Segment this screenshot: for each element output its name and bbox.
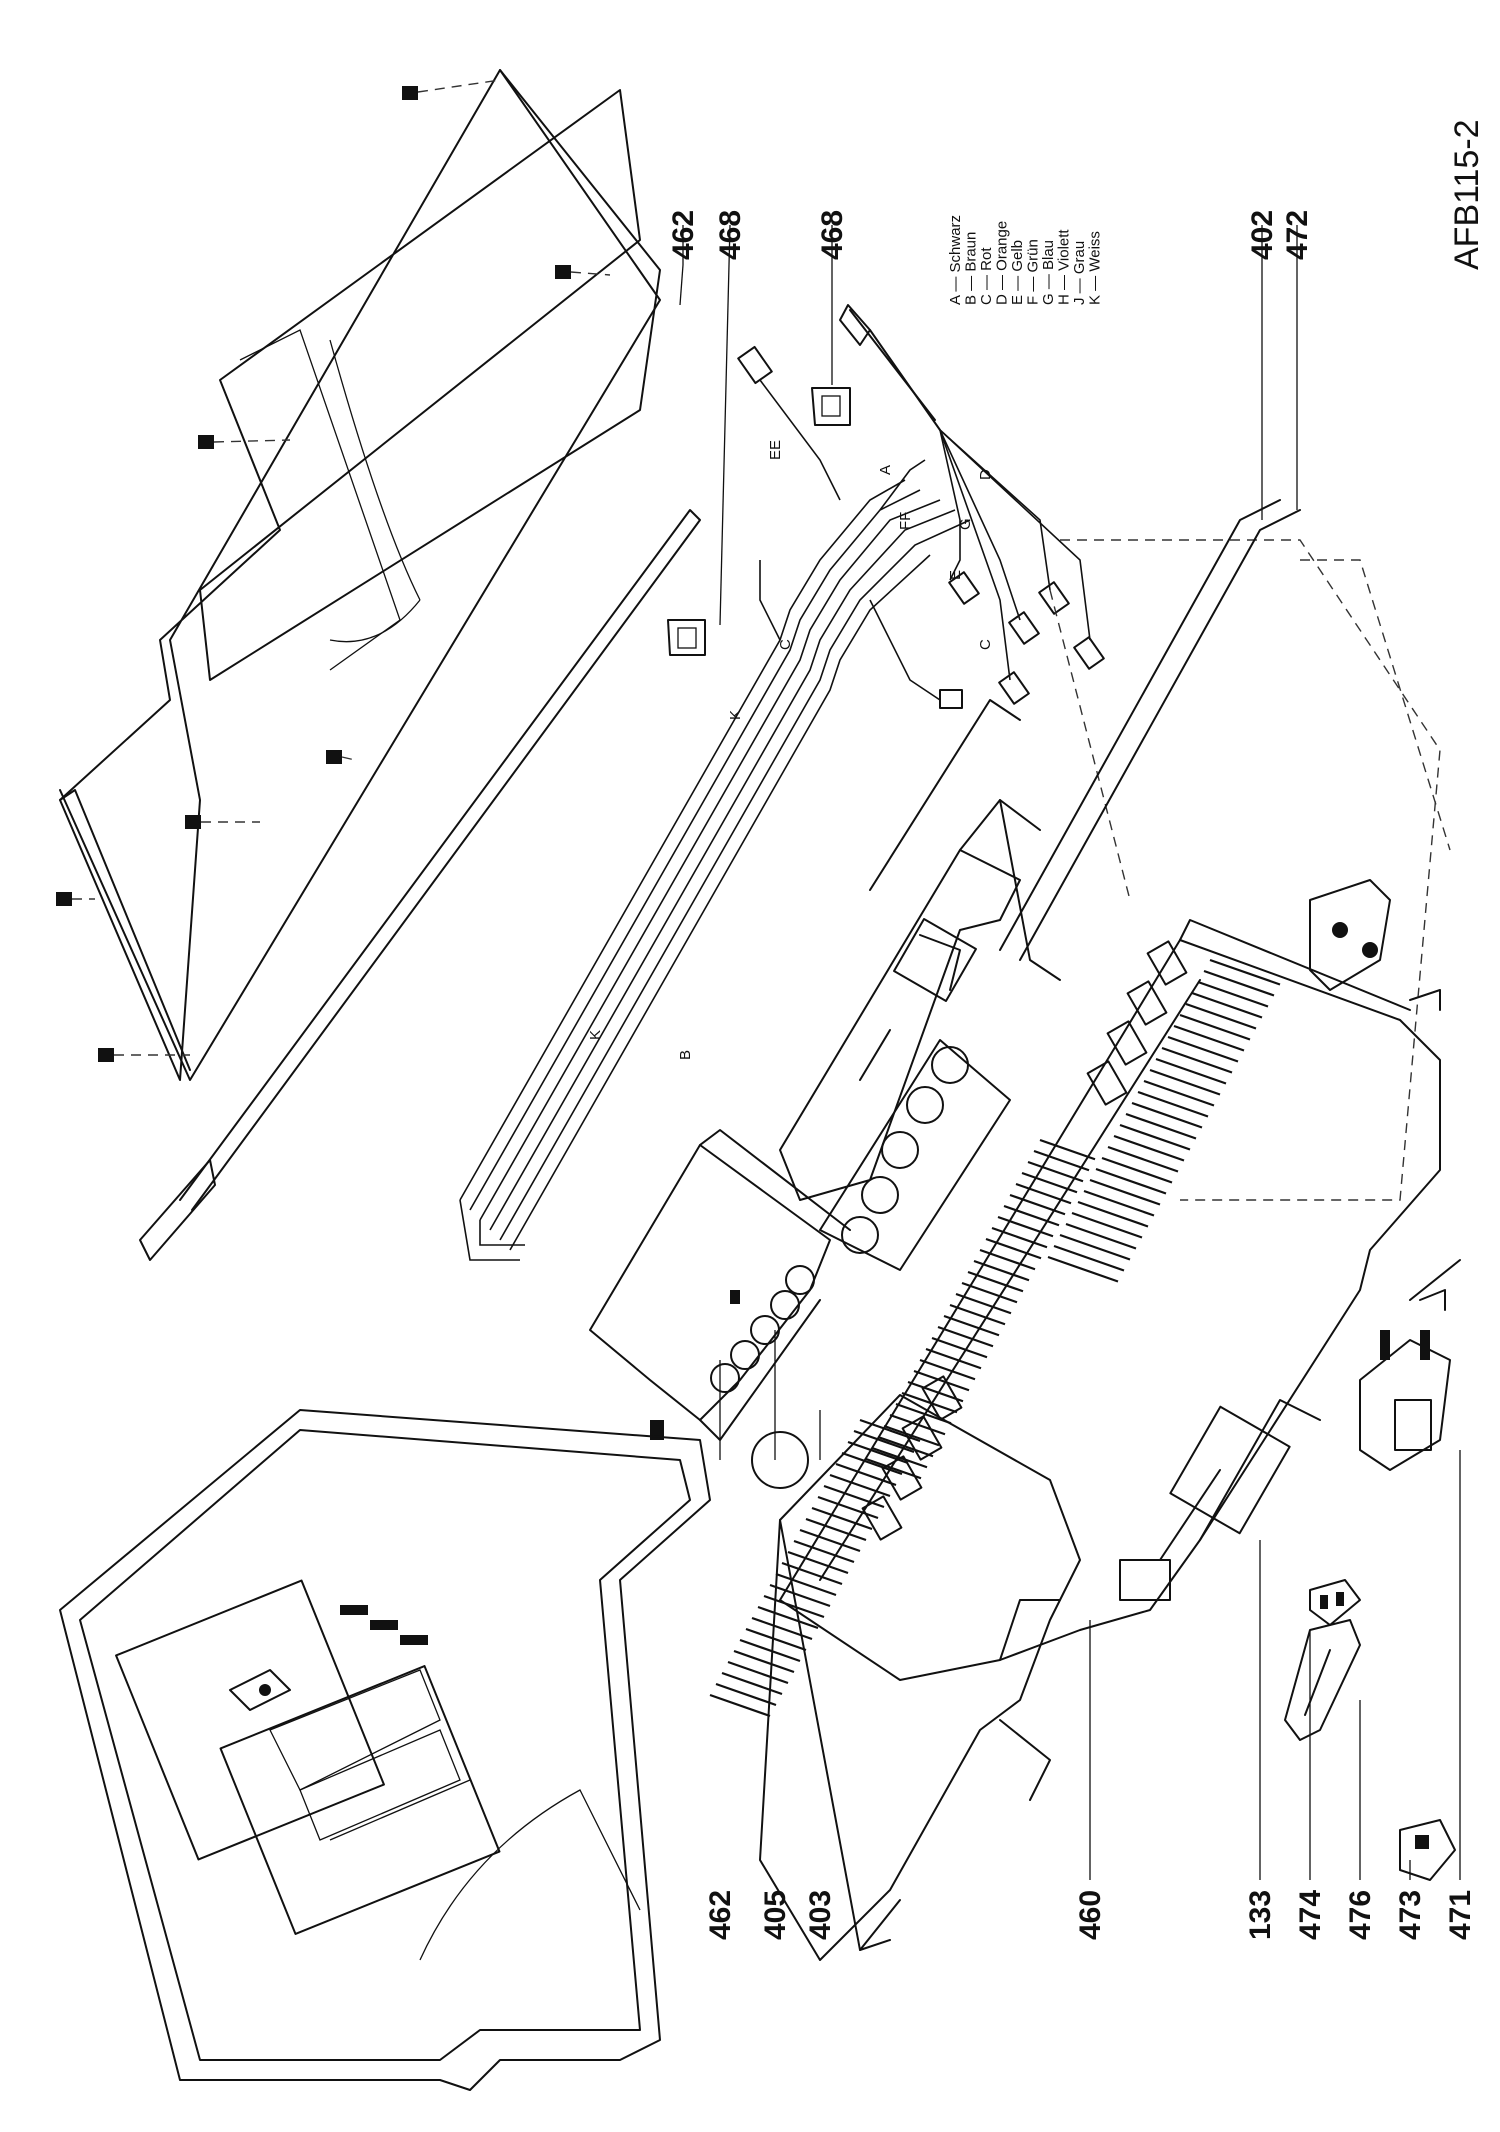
- legend-entry-e: E — Gelb: [1009, 240, 1026, 305]
- callout-leaders: [679, 224, 1461, 1880]
- callout-468-a: 468: [714, 210, 747, 260]
- callout-462-bottom: 462: [704, 1890, 737, 1940]
- legend-entry-k: K — Weiss: [1087, 231, 1104, 305]
- legend-entry-h: H — Violett: [1056, 229, 1073, 305]
- bracket-476: [1284, 1619, 1361, 1741]
- legend-entry-g: G — Blau: [1040, 240, 1057, 305]
- callout-476: 476: [1344, 1890, 1377, 1940]
- wire-mark-a: A: [877, 465, 894, 475]
- wire-mark-g: G: [957, 518, 974, 530]
- switch-board: [779, 699, 1061, 1201]
- legend-entry-b: B — Braun: [963, 232, 980, 305]
- front-panel-462: [59, 1409, 711, 2091]
- long-rod-handle: [139, 304, 941, 1261]
- screw-1: [402, 79, 501, 100]
- callout-468-b: 468: [816, 210, 849, 260]
- callout-472: 472: [1281, 210, 1314, 260]
- wire-connectors: [737, 345, 1105, 709]
- dashed-outline-assembly: [1049, 539, 1451, 1201]
- callout-133: 133: [1244, 1890, 1277, 1940]
- legend-entry-a: A — Schwarz: [947, 215, 964, 305]
- main-chassis-housing: [779, 919, 1441, 1681]
- wire-color-marks: K B C K EE FF A D G E C: [587, 440, 994, 1060]
- main-pcb-405: [589, 1129, 851, 1489]
- connector-posts: [861, 940, 1188, 1541]
- clip-468-a: [667, 619, 706, 656]
- pushbutton-block: [819, 1039, 1011, 1271]
- legend-entry-j: J — Grau: [1071, 241, 1088, 305]
- callout-460: 460: [1074, 1890, 1107, 1940]
- callout-473: 473: [1394, 1890, 1427, 1940]
- callout-471: 471: [1444, 1890, 1477, 1940]
- legend-entry-f: F — Grün: [1025, 239, 1042, 305]
- terminal-473: [1399, 1819, 1456, 1881]
- callout-numbers: 462 468 468 402 472 462 405 403 460 133 …: [667, 210, 1477, 1940]
- clip-468-b: [811, 387, 851, 426]
- callout-405: 405: [759, 1890, 792, 1940]
- screw-2: [555, 265, 611, 279]
- screws-top-plate: [56, 79, 611, 1062]
- screw-6: [56, 892, 95, 906]
- wire-mark-ee: EE: [767, 440, 784, 460]
- wire-mark-b1: B: [677, 1050, 694, 1060]
- callout-402: 402: [1246, 210, 1279, 260]
- legend-entry-d: D — Orange: [994, 221, 1011, 305]
- screw-3: [198, 435, 291, 449]
- rocker-switch-471: [1359, 1330, 1451, 1471]
- callout-474: 474: [1294, 1890, 1327, 1940]
- callout-403: 403: [804, 1890, 837, 1940]
- wire-mark-c2: C: [977, 639, 994, 650]
- wire-mark-d: D: [977, 469, 994, 480]
- wire-mark-k2: K: [727, 710, 744, 720]
- cooling-fins-upper: [1047, 958, 1281, 1283]
- wire-mark-ff: FF: [897, 512, 914, 530]
- wire-harness: [459, 379, 1091, 1261]
- guide-bracket: [1409, 989, 1461, 1311]
- wire-mark-e: E: [947, 570, 964, 580]
- cooling-fins-middle: [865, 1138, 1096, 1480]
- legend-entry-c: C — Rot: [978, 247, 995, 305]
- screw-5: [185, 815, 260, 829]
- relay-block-472: [1309, 879, 1391, 991]
- small-connector-474: [1309, 1579, 1361, 1626]
- screw-4: [326, 750, 356, 764]
- top-cover-plate: [59, 69, 661, 1081]
- document-id: AFB115-2: [1448, 119, 1486, 270]
- wire-mark-c1: C: [777, 639, 794, 650]
- heater-block-460: [709, 1394, 1081, 1961]
- callout-462-top: 462: [667, 210, 700, 260]
- wire-mark-k1: K: [587, 1030, 604, 1040]
- screw-7: [98, 1048, 190, 1062]
- vertical-rod-402: [999, 499, 1301, 961]
